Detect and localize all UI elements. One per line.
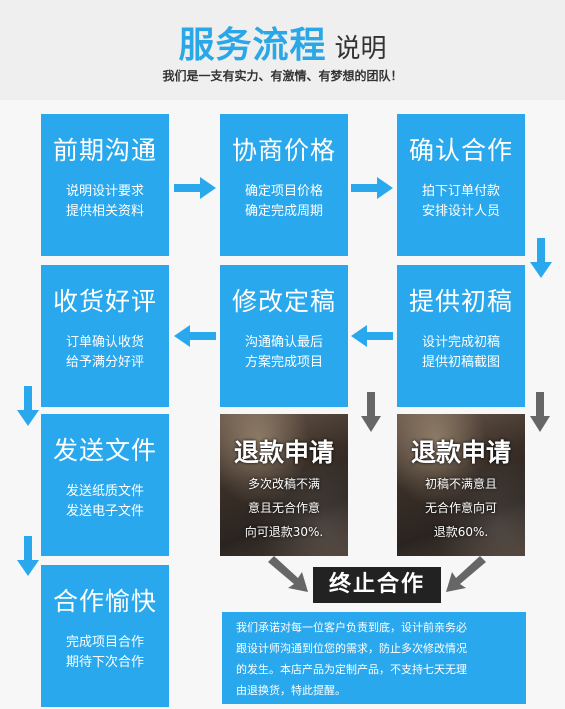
step-line: 拍下订单付款 (421, 184, 500, 199)
step-title: 提供初稿 (408, 287, 513, 316)
arrow-left-icon (351, 325, 393, 347)
step-title: 发送文件 (52, 436, 157, 465)
refund-line: 初稿不满意且 (424, 477, 497, 491)
step-receipt-review: 收货好评 订单确认收货 给予满分好评 (41, 265, 169, 407)
notice-box: 我们承诺对每一位客户负责到底，设计前亲务必 跟设计师沟通到位您的需求，防止多次修… (222, 612, 526, 704)
refund-title: 退款申请 (233, 438, 334, 467)
refund-line: 多次改稿不满 (247, 477, 320, 491)
terminate-cooperation: 终止合作 (313, 567, 441, 603)
header: 服务流程说明 我们是一支有实力、有激情、有梦想的团队！ (0, 0, 565, 100)
step-happy-cooperation: 合作愉快 完成项目合作 期待下次合作 (41, 565, 169, 707)
arrow-down-gray-icon (361, 392, 381, 432)
notice-line: 跟设计师沟通到位您的需求，防止多次修改情况 (236, 642, 467, 655)
refund-line: 向可退款30%. (244, 525, 324, 539)
step-line: 确定完成周期 (244, 204, 323, 219)
refund-title: 退款申请 (410, 438, 511, 467)
page-title: 服务流程 (178, 25, 327, 66)
arrow-down-icon (17, 536, 39, 576)
notice-line: 由退换货，特此提醒。 (236, 684, 346, 697)
step-confirm-cooperation: 确认合作 拍下订单付款 安排设计人员 (397, 114, 525, 256)
step-line: 订单确认收货 (65, 335, 144, 350)
step-negotiate-price: 协商价格 确定项目价格 确定完成周期 (220, 114, 348, 256)
page-subtitle: 说明 (334, 34, 387, 64)
step-revise-finalize: 修改定稿 沟通确认最后 方案完成项目 (220, 265, 348, 407)
step-line: 提供相关资料 (65, 204, 144, 219)
step-line: 说明设计要求 (65, 184, 144, 199)
notice-line: 我们承诺对每一位客户负责到底，设计前亲务必 (236, 621, 467, 634)
arrow-right-icon (351, 177, 393, 199)
step-line: 发送电子文件 (65, 504, 144, 519)
arrow-left-icon (174, 325, 216, 347)
arrow-down-icon (530, 238, 552, 278)
refund-line: 意且无合作意 (247, 501, 320, 515)
arrow-right-icon (174, 177, 216, 199)
step-line: 给予满分好评 (65, 355, 144, 370)
step-line: 期待下次合作 (65, 655, 144, 670)
step-title: 确认合作 (408, 136, 513, 165)
arrow-diagonal-left-icon (446, 556, 486, 592)
step-line: 完成项目合作 (65, 635, 144, 650)
step-initial-communication: 前期沟通 说明设计要求 提供相关资料 (41, 114, 169, 256)
arrow-down-icon (17, 386, 39, 426)
step-line: 确定项目价格 (244, 184, 323, 199)
step-send-files: 发送文件 发送纸质文件 发送电子文件 (41, 414, 169, 556)
title: 服务流程说明 (0, 16, 565, 68)
step-title: 修改定稿 (231, 287, 336, 316)
notice-line: 的发生。本店产品为定制产品，不支持七天无理 (236, 663, 467, 676)
step-line: 提供初稿截图 (421, 355, 500, 370)
step-line: 安排设计人员 (421, 204, 500, 219)
slogan: 我们是一支有实力、有激情、有梦想的团队！ (162, 69, 403, 83)
step-line: 发送纸质文件 (65, 484, 144, 499)
arrow-diagonal-right-icon (268, 556, 308, 592)
step-title: 协商价格 (231, 136, 336, 165)
step-line: 沟通确认最后 (244, 335, 323, 350)
refund-line: 无合作意向可 (424, 501, 497, 515)
refund-line: 退款60%. (433, 525, 489, 539)
step-line: 方案完成项目 (244, 355, 323, 370)
refund-request-revisions: 退款申请 多次改稿不满 意且无合作意 向可退款30%. (220, 414, 348, 556)
step-line: 设计完成初稿 (421, 335, 500, 350)
step-title: 前期沟通 (52, 136, 157, 165)
step-title: 合作愉快 (52, 587, 157, 616)
step-title: 收货好评 (52, 287, 157, 316)
arrow-down-gray-icon (530, 392, 550, 432)
step-first-draft: 提供初稿 设计完成初稿 提供初稿截图 (397, 265, 525, 407)
refund-request-draft: 退款申请 初稿不满意且 无合作意向可 退款60%. (397, 414, 525, 556)
